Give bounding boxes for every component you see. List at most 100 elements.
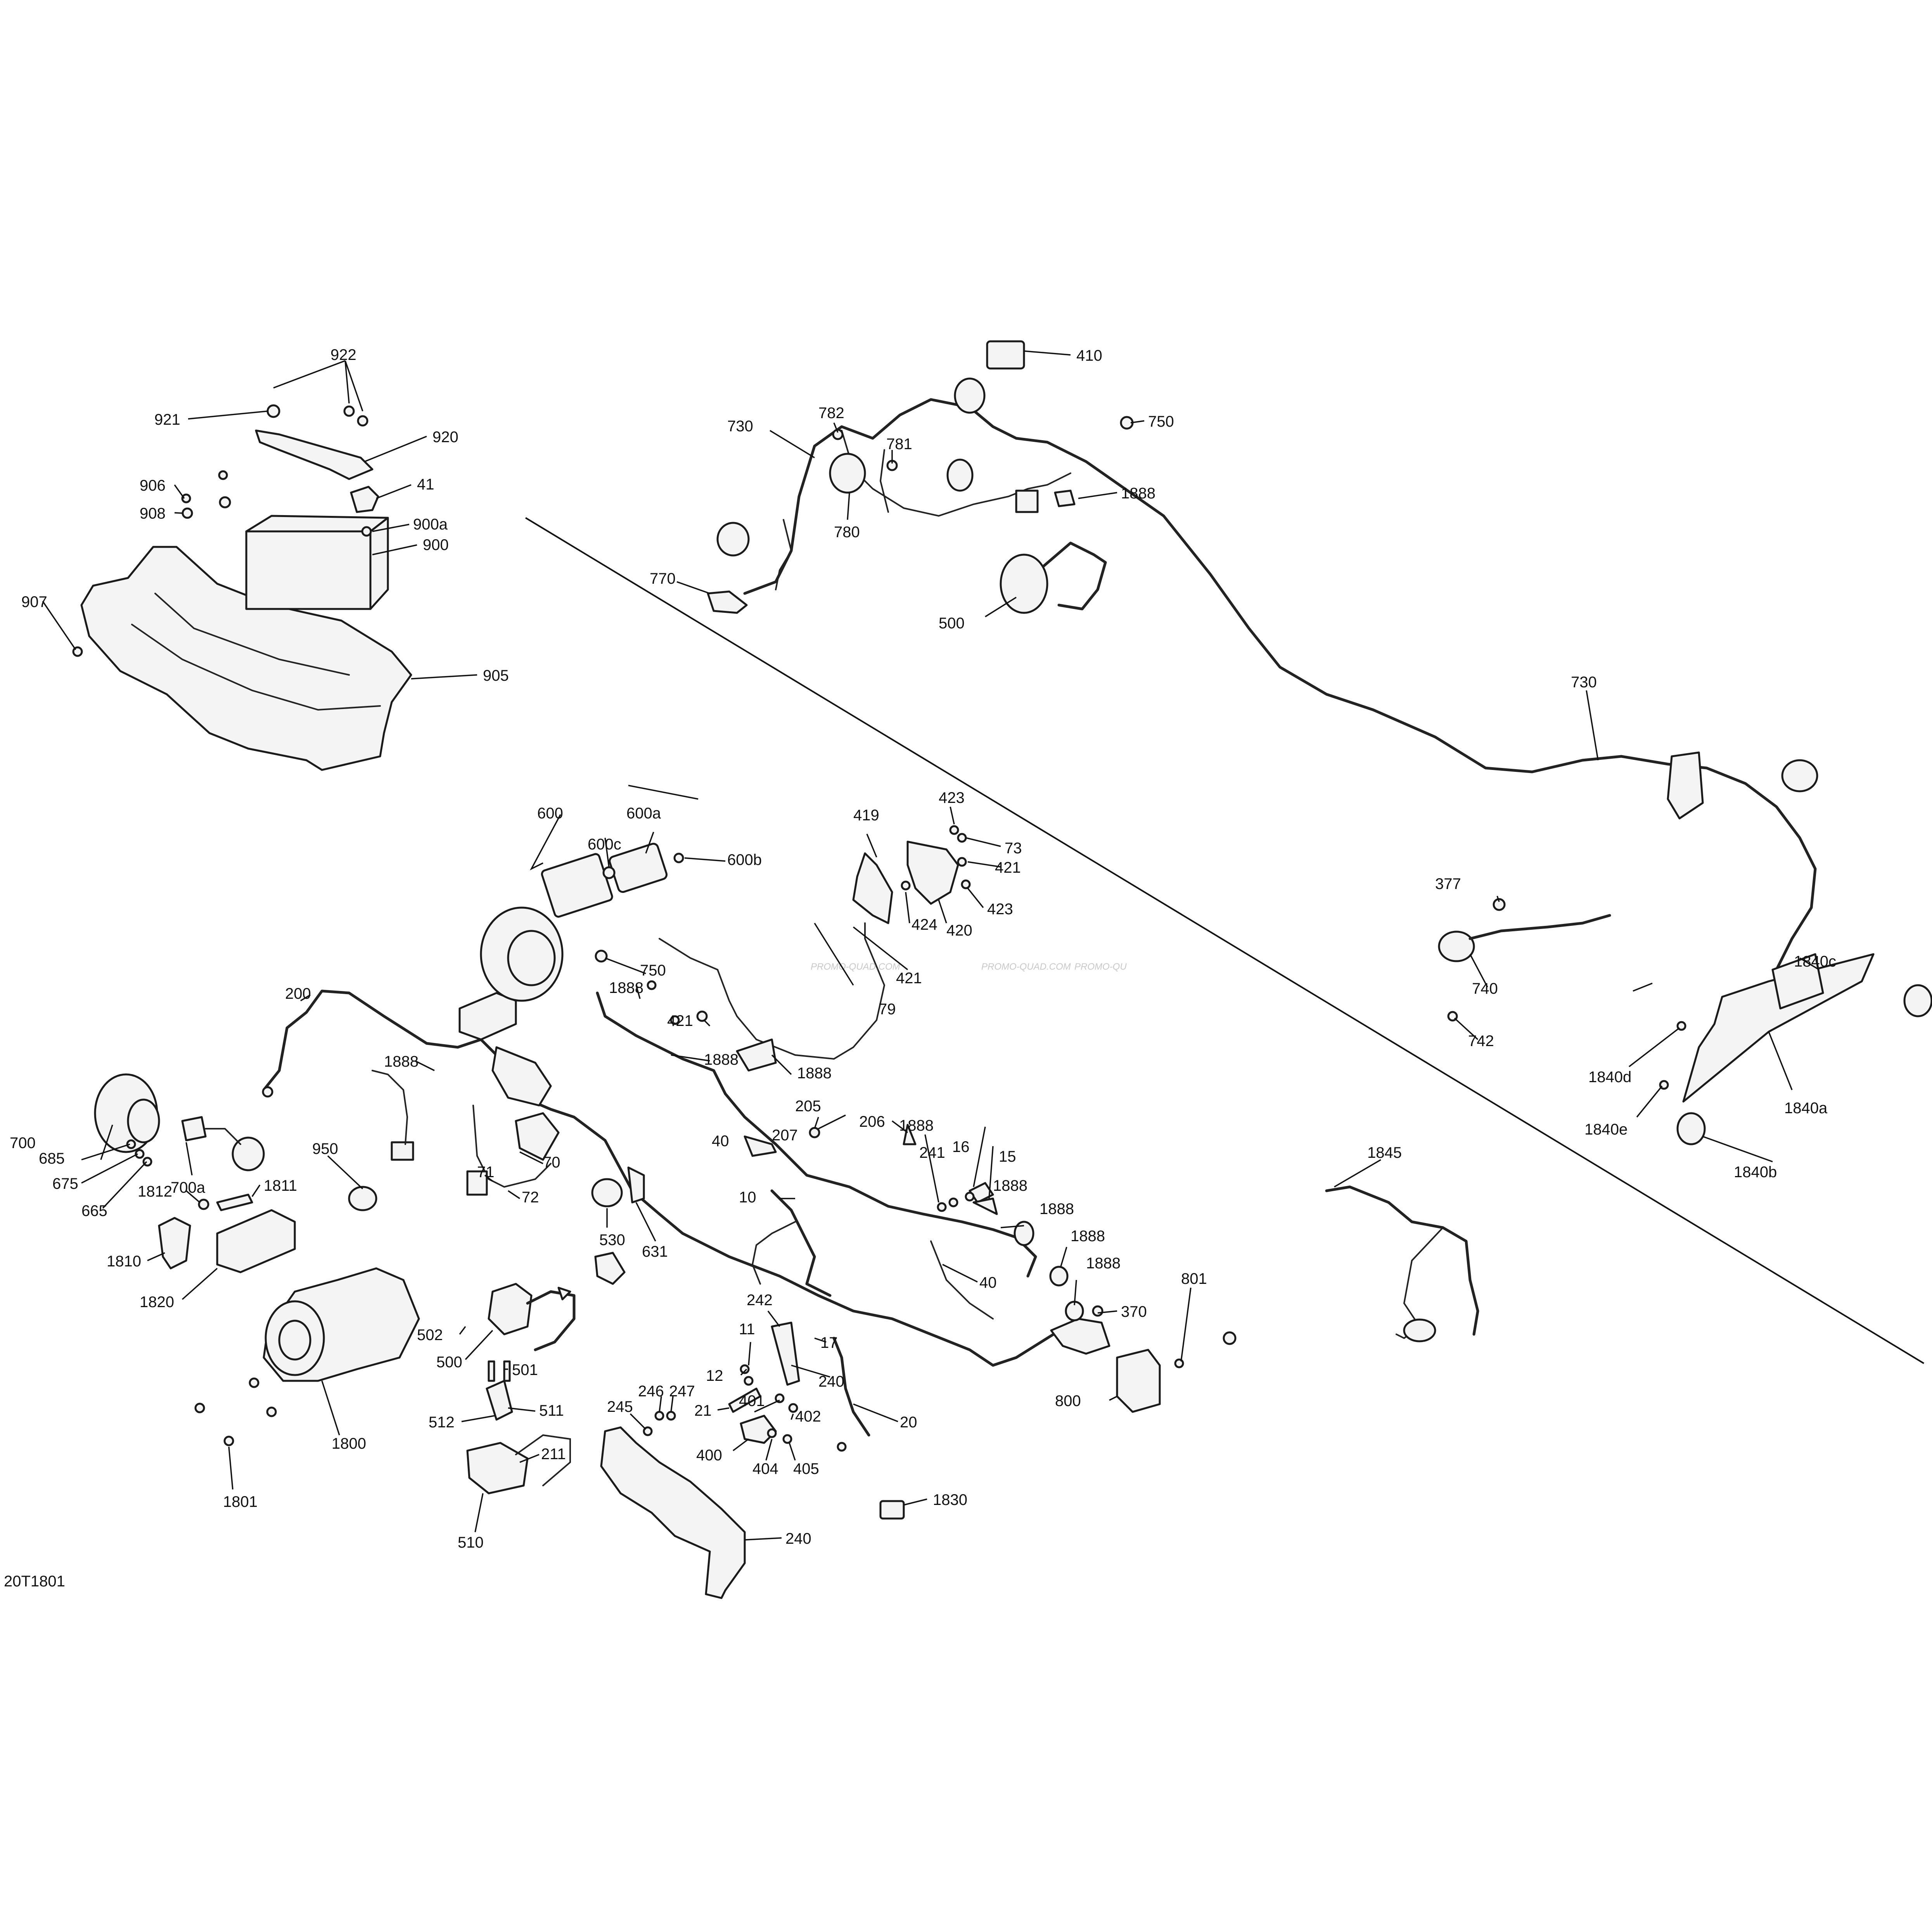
harness-10 [770,1189,832,1297]
callout-750-mid: 750 [640,962,666,979]
callout-423-top: 423 [939,789,965,806]
callout-750-top: 750 [1148,413,1174,430]
callout-501: 501 [512,1361,538,1379]
watermark-1: PROMO-QUAD.COM [811,962,900,972]
callout-512: 512 [429,1414,455,1431]
callout-40-lower: 40 [979,1274,997,1291]
diagram-code: 20T1801 [4,1573,65,1590]
callout-1801: 1801 [223,1493,258,1510]
fuse-box-600 [541,853,613,918]
relay-410 [986,340,1025,370]
callout-247: 247 [669,1383,695,1400]
switch-950 [348,1186,377,1211]
callout-1888-c4: 1888 [1071,1228,1105,1245]
callout-730-top: 730 [727,418,753,435]
callout-511: 511 [539,1402,564,1419]
callout-72: 72 [522,1189,539,1206]
callout-1820: 1820 [140,1294,174,1311]
battery-hold-down-bracket [255,429,374,480]
callout-401: 401 [739,1392,765,1410]
callout-labels: 922 921 920 41 906 908 900a 900 907 905 … [10,346,1836,1551]
lamp-740 [1438,931,1475,962]
callout-1888-mid: 1888 [609,979,643,996]
terminal-cover [350,486,379,513]
callout-79: 79 [879,1001,896,1018]
callout-241: 241 [919,1144,945,1161]
callout-41: 41 [417,476,434,493]
callout-600c: 600c [588,836,621,853]
callout-40-upper: 40 [712,1133,729,1150]
connector-1830 [879,1500,905,1520]
callout-211: 211 [541,1446,566,1463]
callout-400: 400 [696,1447,722,1464]
regulator-group [852,825,971,924]
watermark-2: PROMO-QUAD.COM [981,962,1071,972]
callout-631: 631 [642,1243,668,1260]
callout-905: 905 [483,667,509,684]
callout-240-lower: 240 [785,1530,811,1547]
relay-bracket-70 [458,992,517,1041]
callout-1888-left: 1888 [384,1053,419,1070]
callout-1845: 1845 [1367,1144,1402,1161]
sensor-631 [627,1166,645,1204]
callout-700a: 700a [171,1179,206,1196]
callout-700: 700 [10,1135,36,1152]
regulator-420 [906,841,959,905]
callout-207: 207 [772,1127,798,1144]
callout-665: 665 [81,1202,107,1219]
callout-16: 16 [952,1138,970,1155]
callout-240-upper: 240 [818,1373,844,1390]
callout-906: 906 [140,477,166,494]
connector-780 [829,453,866,494]
callout-950: 950 [312,1140,338,1157]
rear-harness-upper [707,340,1817,971]
bracket-419 [852,852,893,924]
harness-1845 [1325,1185,1479,1342]
callout-900a: 900a [413,516,448,533]
callout-600: 600 [537,805,563,822]
callout-419: 419 [853,807,879,824]
callout-73: 73 [1005,840,1022,857]
callout-1840c: 1840c [1794,953,1836,970]
callout-1888-c5: 1888 [1086,1255,1121,1272]
callout-1888-top: 1888 [1121,485,1155,502]
callout-420: 420 [946,922,972,939]
callout-921: 921 [154,411,180,428]
callout-206: 206 [859,1113,885,1130]
callout-17: 17 [820,1334,838,1351]
callout-421-low: 421 [667,1012,693,1029]
sensor-530 [591,1178,623,1207]
callout-200: 200 [285,985,311,1002]
module-730 [1667,751,1704,820]
callout-410: 410 [1076,347,1102,364]
callout-1800: 1800 [332,1435,366,1452]
callout-423-bottom: 423 [987,901,1013,918]
callout-421-mid: 421 [896,970,922,987]
callout-740: 740 [1472,980,1498,997]
callout-900: 900 [423,536,449,553]
callout-510: 510 [458,1534,484,1551]
callout-1840e: 1840e [1584,1121,1628,1138]
harness-20 [832,1337,870,1437]
callout-530: 530 [599,1231,625,1249]
ecm-800 [1116,1349,1161,1413]
contactor-1810 [158,1217,191,1270]
fuse-1811 [216,1193,253,1211]
callout-801: 801 [1181,1270,1207,1287]
callout-11: 11 [739,1321,755,1338]
control-box-1820 [216,1209,296,1273]
callout-742: 742 [1468,1033,1494,1050]
harness-40 [596,991,1037,1278]
fuse-box-group [541,842,684,918]
actuator-500-top [1000,553,1048,614]
rear-lights-group [1438,751,1932,1145]
callout-908: 908 [140,505,166,522]
callout-1888-c3: 1888 [1040,1200,1074,1218]
callout-730-right: 730 [1571,674,1597,691]
watermark-3: PROMO-QU [1074,962,1127,972]
callout-1840d: 1840d [1588,1069,1631,1086]
section-divider-line [525,517,1925,1364]
callout-12: 12 [706,1367,723,1384]
cap-1840b-lower [1676,1112,1706,1145]
